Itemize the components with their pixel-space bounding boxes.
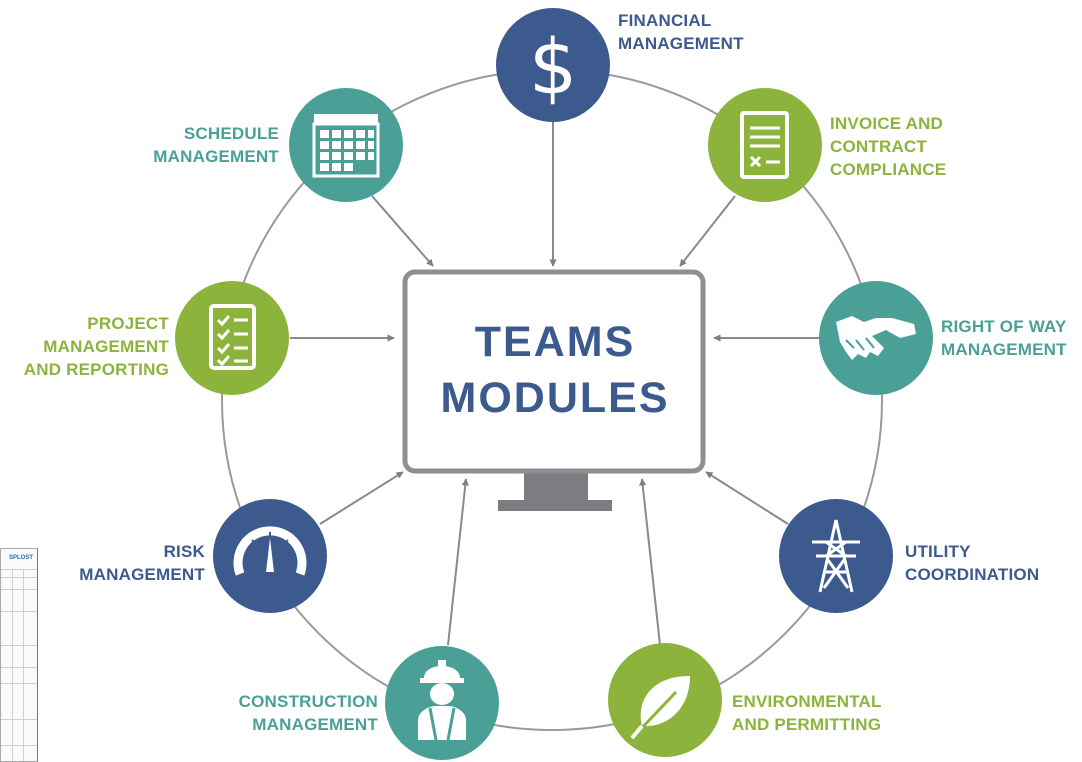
label-financial: FINANCIAL MANAGEMENT	[618, 9, 744, 55]
label-line: MANAGEMENT	[43, 337, 169, 356]
checklist-icon	[209, 304, 256, 370]
table-column-line	[23, 569, 24, 761]
label-construction: CONSTRUCTION MANAGEMENT	[239, 690, 378, 736]
table-line	[1, 683, 37, 684]
arrow-risk	[319, 471, 404, 525]
center-title: TEAMS MODULES	[405, 314, 705, 426]
label-line: RIGHT OF WAY	[941, 317, 1067, 336]
label-line: COMPLIANCE	[830, 160, 947, 179]
arrow-invoice	[679, 195, 736, 267]
construction-worker-icon	[418, 660, 466, 741]
label-line: MANAGEMENT	[153, 147, 279, 166]
table-line	[1, 645, 37, 646]
table-line	[1, 569, 37, 570]
arrow-schedule	[371, 195, 434, 267]
module-utility	[779, 499, 893, 613]
label-line: MANAGEMENT	[618, 34, 744, 53]
label-risk: RISK MANAGEMENT	[79, 540, 205, 586]
center-title-line-2: MODULES	[440, 374, 670, 422]
handshake-icon	[836, 316, 916, 360]
label-project: PROJECT MANAGEMENT AND REPORTING	[24, 312, 169, 381]
arrows	[290, 122, 820, 646]
table-line	[1, 589, 37, 590]
dollar-icon: $	[529, 22, 577, 111]
arrow-environmental	[639, 478, 661, 646]
label-line: MANAGEMENT	[941, 340, 1067, 359]
table-line	[1, 745, 37, 746]
document-thumbnail: SPLOST	[0, 548, 38, 762]
label-utility: UTILITY COORDINATION	[905, 540, 1039, 586]
label-line: UTILITY	[905, 542, 971, 561]
table-line	[1, 719, 37, 720]
label-line: SCHEDULE	[183, 124, 279, 143]
table-line	[1, 577, 37, 578]
svg-text:$: $	[529, 22, 577, 111]
label-line: AND REPORTING	[23, 360, 169, 379]
module-project	[175, 281, 289, 395]
label-line: INVOICE AND	[830, 114, 944, 133]
label-schedule: SCHEDULE MANAGEMENT	[153, 122, 279, 168]
label-line: CONTRACT	[830, 137, 927, 156]
arrow-construction	[447, 478, 469, 646]
label-right-of-way: RIGHT OF WAY MANAGEMENT	[941, 315, 1067, 361]
label-line: RISK	[163, 542, 205, 561]
leaf-icon	[630, 676, 690, 740]
monitor-icon	[402, 269, 706, 511]
gauge-icon	[233, 526, 307, 576]
label-line: PROJECT	[87, 314, 169, 333]
splost-logo: SPLOST	[9, 555, 34, 561]
table-line	[1, 611, 37, 612]
table-line	[1, 667, 37, 668]
label-invoice: INVOICE AND CONTRACT COMPLIANCE	[830, 112, 946, 181]
label-line: ENVIRONMENTAL	[732, 692, 882, 711]
label-line: CONSTRUCTION	[238, 692, 378, 711]
module-right-of-way	[819, 281, 933, 395]
label-line: MANAGEMENT	[252, 715, 378, 734]
module-invoice	[708, 88, 822, 202]
module-schedule	[289, 88, 403, 202]
label-environmental: ENVIRONMENTAL AND PERMITTING	[732, 690, 882, 736]
module-construction	[385, 646, 499, 760]
module-environmental	[608, 643, 722, 757]
table-column-line	[12, 569, 13, 761]
invoice-icon	[740, 111, 789, 179]
center-title-line-1: TEAMS	[474, 318, 636, 366]
module-risk	[213, 499, 327, 613]
label-line: MANAGEMENT	[79, 565, 205, 584]
module-financial: $	[496, 8, 610, 122]
label-line: AND PERMITTING	[732, 715, 882, 734]
calendar-icon	[312, 114, 380, 178]
label-line: FINANCIAL	[618, 11, 712, 30]
power-tower-icon	[812, 519, 860, 593]
label-line: COORDINATION	[905, 565, 1040, 584]
arrow-utility	[705, 471, 789, 525]
